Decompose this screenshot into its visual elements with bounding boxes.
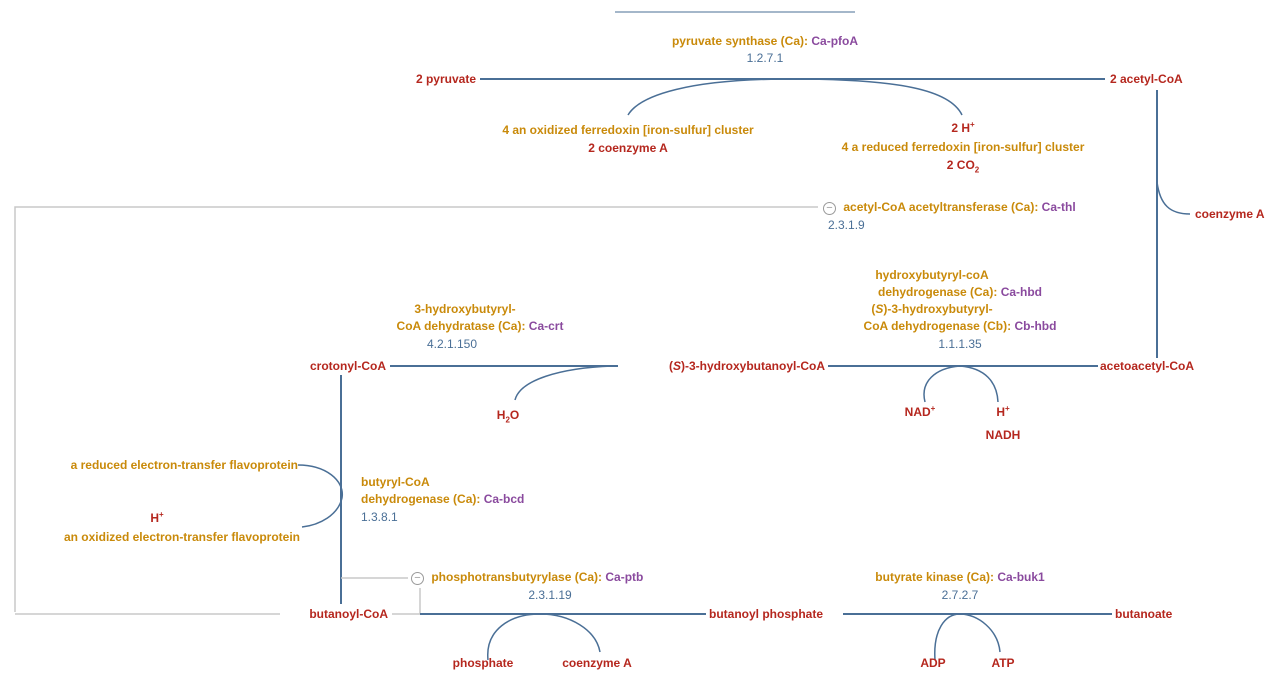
bcd-name: dehydrogenase (Ca): [361, 492, 481, 506]
ptb-side-arrow [487, 613, 601, 661]
buk-enzyme-label[interactable]: butyrate kinase (Ca): Ca-buk1 [875, 570, 1044, 585]
water-o: O [509, 408, 520, 422]
ptb-ec-number[interactable]: 2.3.1.19 [528, 588, 572, 602]
compound-hydroxybutanoyl-coa[interactable]: (S)-3-hydroxybutanoyl-CoA [669, 359, 825, 374]
hbd-ec-number[interactable]: 1.1.1.35 [938, 337, 982, 351]
cofactor-coenzyme-a-pfo[interactable]: 2 coenzyme A [588, 141, 668, 155]
hbd-cb-name: CoA dehydrogenase (Cb): [863, 319, 1012, 333]
bcd-ec-number[interactable]: 1.3.8.1 [361, 510, 398, 524]
hbd-cb-s: S [875, 302, 884, 316]
compound-coenzyme-a-bottom[interactable]: coenzyme A [562, 656, 632, 670]
crt-gene[interactable]: Ca-crt [528, 319, 564, 333]
compound-butanoyl-phosphate[interactable]: butanoyl phosphate [709, 607, 823, 621]
co2-text: 2 CO [946, 158, 975, 172]
cofactor-nad[interactable]: NAD+ [905, 405, 936, 420]
ptb-enzyme-label[interactable]: − phosphotransbutyrylase (Ca): Ca-ptb [411, 570, 643, 585]
two-h-sup: + [970, 120, 975, 129]
pfoa-enzyme-label[interactable]: pyruvate synthase (Ca): Ca-pfoA [672, 34, 858, 49]
bcd-gene[interactable]: Ca-bcd [483, 492, 525, 506]
pfoa-gene[interactable]: Ca-pfoA [811, 34, 859, 48]
buk-gene[interactable]: Ca-buk1 [997, 570, 1045, 584]
compound-butanoyl-coa[interactable]: butanoyl-CoA [309, 607, 388, 621]
hplus-sup: + [1005, 404, 1010, 413]
compound-coenzyme-a-top[interactable]: coenzyme A [1195, 207, 1265, 221]
hbd-cb-rest: )-3-hydroxybutyryl- [883, 302, 993, 316]
thl-enzyme-name: acetyl-CoA acetyltransferase (Ca): [843, 200, 1039, 214]
crt-name: CoA dehydratase (Ca): [396, 319, 526, 333]
hbd-cb-gene[interactable]: Cb-hbd [1014, 319, 1057, 333]
hbd-side-arrow-right [959, 365, 999, 403]
pfo-side-arrow-left [627, 78, 791, 116]
bcd-etf-arrow [297, 464, 343, 528]
bcd-line2[interactable]: dehydrogenase (Ca): Ca-bcd [361, 492, 524, 507]
thl-ec-number[interactable]: 2.3.1.9 [828, 218, 865, 232]
water-h: H [496, 408, 506, 422]
thl-enzyme-label[interactable]: − acetyl-CoA acetyltransferase (Ca): Ca-… [823, 200, 1076, 215]
hbd-side-arrow-left [923, 365, 961, 403]
cofactor-nadh[interactable]: NADH [985, 428, 1021, 442]
hbd-cb-paren: ( [871, 302, 876, 316]
hplus-text: H [996, 405, 1005, 419]
hbd-ca-line2[interactable]: dehydrogenase (Ca): Ca-hbd [878, 285, 1042, 300]
cofactor-oxidized-etf[interactable]: an oxidized electron-transfer flavoprote… [63, 530, 300, 544]
thl-coa-release-arrow [1156, 181, 1191, 215]
hbd-ca-gene[interactable]: Ca-hbd [1000, 285, 1043, 299]
ptb-enzyme-name: phosphotransbutyrylase (Ca): [431, 570, 603, 584]
cofactor-water[interactable]: H2O [496, 408, 520, 425]
two-h-text: 2 H [951, 121, 971, 135]
compound-butanoate[interactable]: butanoate [1115, 607, 1173, 621]
crt-ec-number[interactable]: 4.2.1.150 [426, 337, 478, 351]
regulation-line-top [14, 206, 818, 612]
buk-ec-number[interactable]: 2.7.2.7 [941, 588, 979, 602]
compound-acetyl-coa[interactable]: 2 acetyl-CoA [1110, 72, 1183, 86]
cofactor-two-co2[interactable]: 2 CO2 [946, 158, 980, 175]
thl-gene[interactable]: Ca-thl [1041, 200, 1076, 214]
ptb-gene[interactable]: Ca-ptb [605, 570, 644, 584]
compound-atp[interactable]: ATP [991, 656, 1015, 670]
nad-text: NAD [904, 405, 931, 419]
ptb-inhibition-icon[interactable]: − [411, 572, 424, 585]
cofactor-reduced-etf[interactable]: a reduced electron-transfer flavoprotein [70, 458, 298, 472]
crt-line2[interactable]: CoA dehydratase (Ca): Ca-crt [397, 319, 564, 334]
hbcd-text: H [150, 511, 159, 525]
thl-inhibition-icon[interactable]: − [823, 202, 836, 215]
hbcoa-rest: )-3-hydroxybutanoyl-CoA [681, 359, 825, 373]
bcd-line1[interactable]: butyryl-CoA [361, 475, 430, 489]
cofactor-two-h[interactable]: 2 H+ [951, 121, 974, 136]
cofactor-reduced-ferredoxin[interactable]: 4 a reduced ferredoxin [iron-sulfur] clu… [841, 140, 1085, 154]
buk-side-arrow [934, 613, 1001, 661]
hbcoa-s: S [672, 359, 681, 373]
buk-enzyme-name: butyrate kinase (Ca): [875, 570, 995, 584]
compound-adp[interactable]: ADP [920, 656, 946, 670]
water-sub: 2 [505, 415, 510, 425]
cofactor-h-bcd[interactable]: H+ [150, 511, 163, 526]
cofactor-h-plus[interactable]: H+ [996, 405, 1009, 420]
hbd-ca-name: dehydrogenase (Ca): [877, 285, 998, 299]
hbcoa-paren: ( [668, 359, 673, 373]
compound-phosphate[interactable]: phosphate [452, 656, 514, 670]
co2-sub: 2 [974, 165, 980, 175]
pfoa-enzyme-name: pyruvate synthase (Ca): [671, 34, 809, 48]
hbcd-sup: + [159, 510, 164, 519]
hbd-ca-line1[interactable]: hydroxybutyryl-coA [875, 268, 989, 282]
crt-water-arrow [514, 365, 613, 401]
nad-sup: + [930, 404, 936, 413]
compound-crotonyl-coa[interactable]: crotonyl-CoA [310, 359, 386, 373]
pfoa-ec-number[interactable]: 1.2.7.1 [746, 51, 784, 65]
hbd-cb-line1[interactable]: (S)-3-hydroxybutyryl- [871, 302, 992, 317]
pfo-side-arrow-right [789, 78, 963, 116]
compound-acetoacetyl-coa[interactable]: acetoacetyl-CoA [1100, 359, 1195, 373]
crt-line1[interactable]: 3-hydroxybutyryl- [414, 302, 516, 316]
compound-pyruvate[interactable]: 2 pyruvate [415, 72, 476, 86]
hbd-cb-line2[interactable]: CoA dehydrogenase (Cb): Cb-hbd [864, 319, 1057, 334]
cofactor-oxidized-ferredoxin[interactable]: 4 an oxidized ferredoxin [iron-sulfur] c… [502, 123, 754, 137]
